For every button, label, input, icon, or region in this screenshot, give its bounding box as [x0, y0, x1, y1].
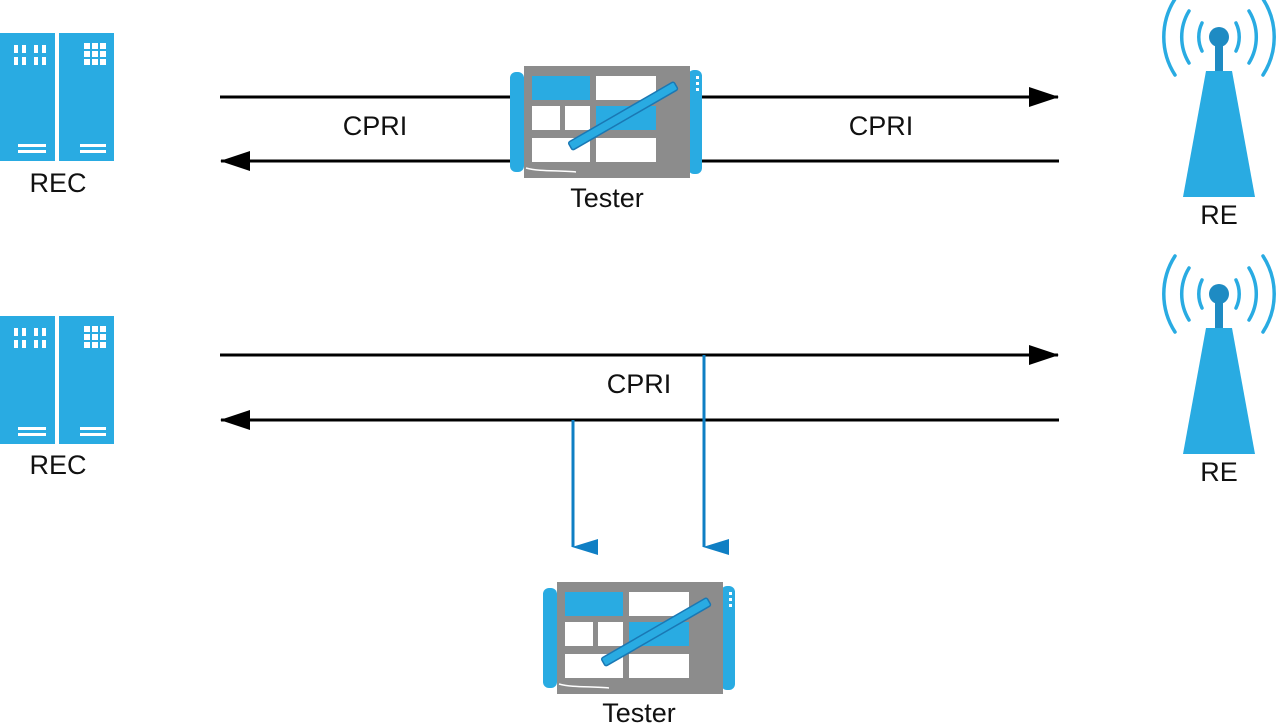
tester-bottom-tablet-icon	[542, 581, 736, 695]
tester-top-label: Tester	[570, 183, 644, 213]
top-right-link-label: CPRI	[849, 111, 914, 141]
re-top-label: RE	[1200, 200, 1238, 230]
top-left-link-label: CPRI	[343, 111, 408, 141]
re-bottom-antenna-icon	[1162, 254, 1276, 456]
re-bottom-label: RE	[1200, 457, 1238, 487]
tester-bottom-label: Tester	[602, 698, 676, 726]
rec-bottom-label: REC	[29, 450, 86, 480]
top-scenario: REC RE CPRI CPRI Tester	[0, 0, 1276, 230]
bottom-scenario: REC RE CPRI Tester	[0, 254, 1276, 726]
rec-bottom-server-icon	[0, 316, 114, 444]
tester-top-tablet-icon	[509, 65, 703, 179]
bottom-link-label: CPRI	[607, 369, 672, 399]
re-top-antenna-icon	[1162, 0, 1276, 199]
rec-top-server-icon	[0, 33, 114, 161]
rec-top-label: REC	[29, 168, 86, 198]
